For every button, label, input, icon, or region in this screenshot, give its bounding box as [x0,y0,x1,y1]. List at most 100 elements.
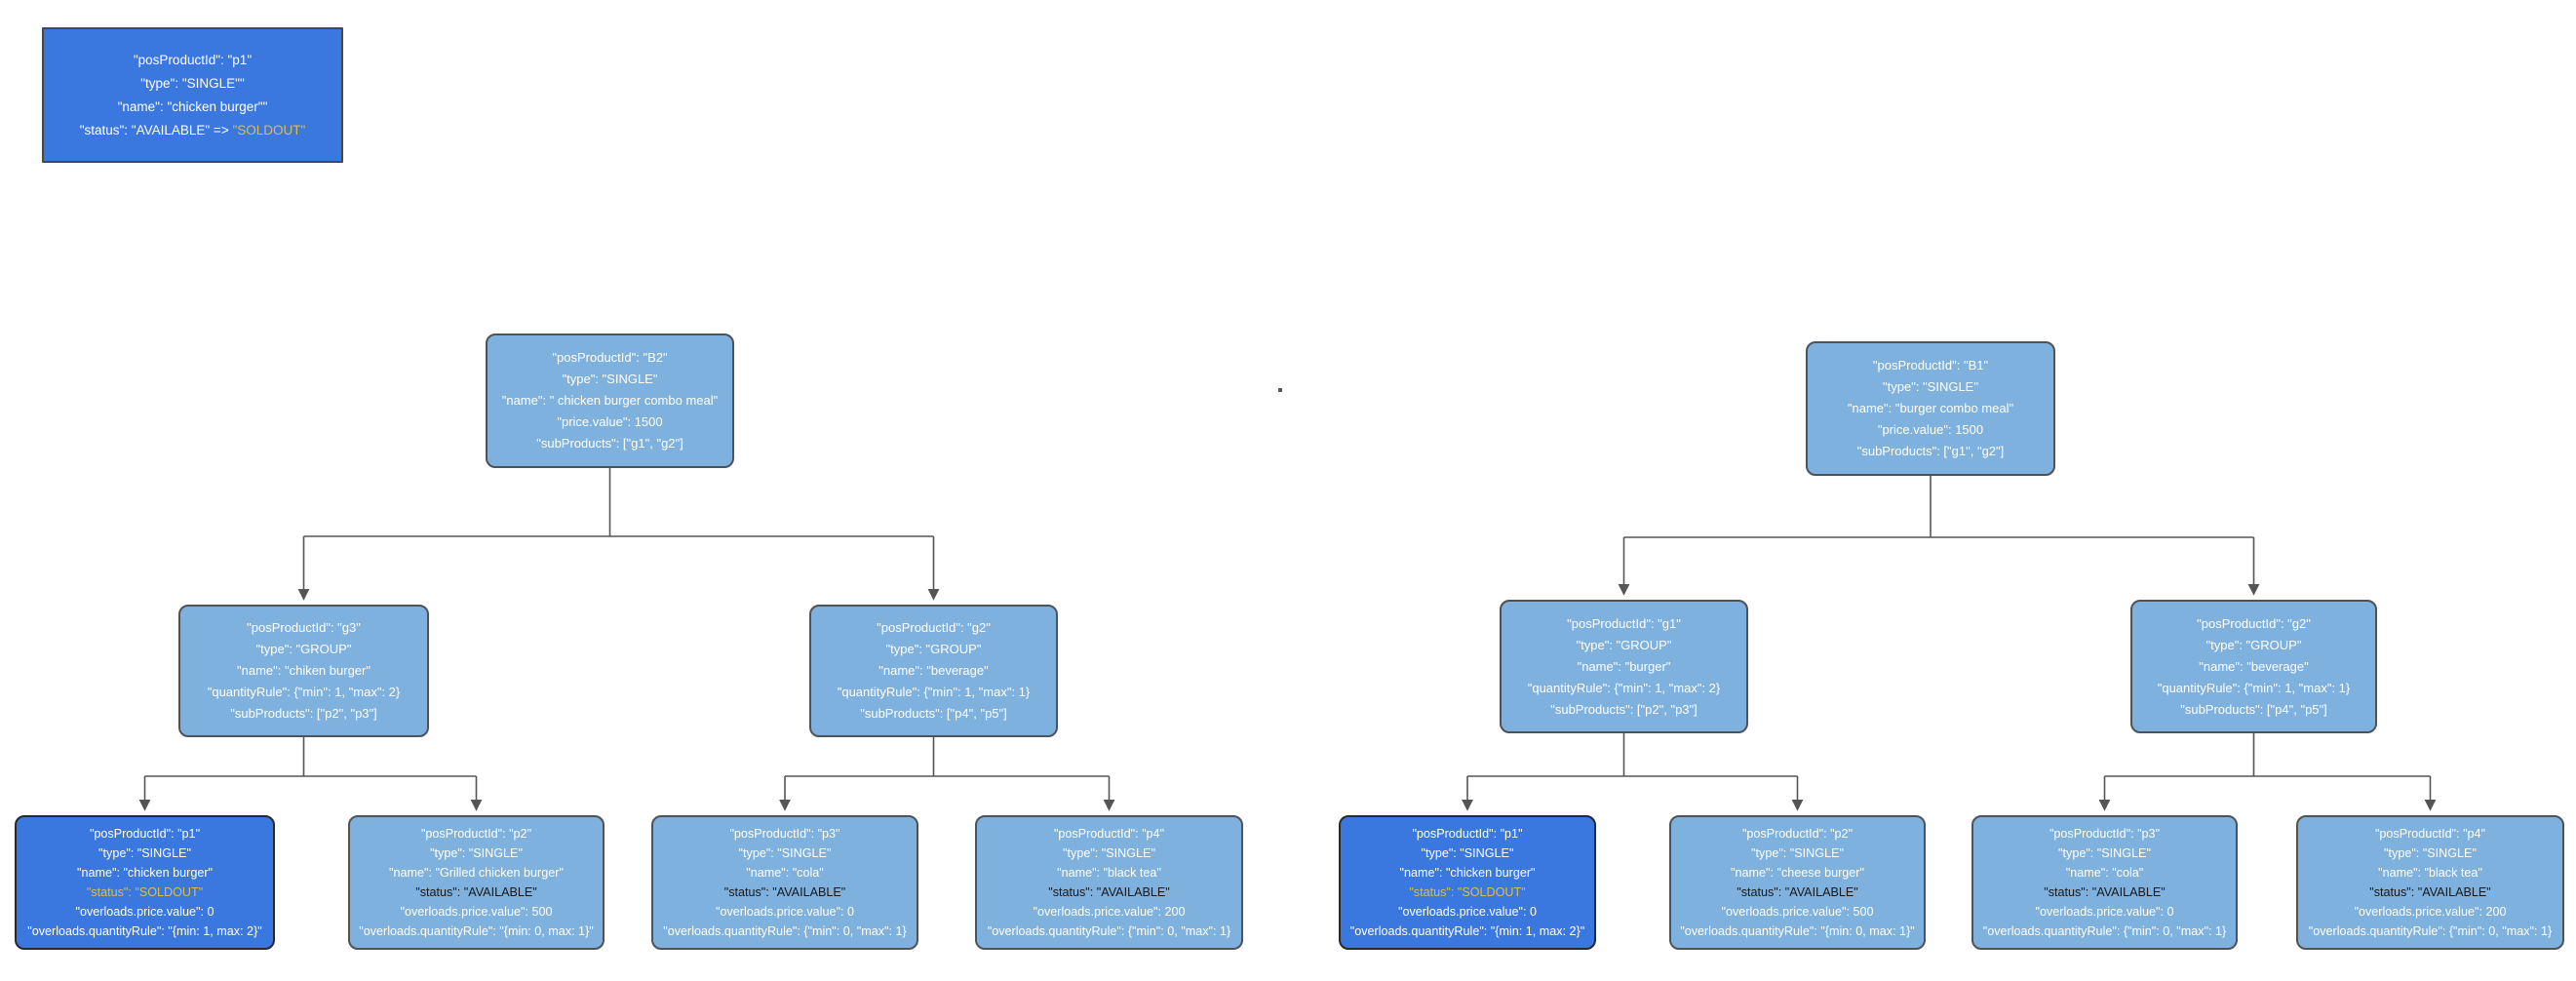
node-line: "type": "SINGLE" [1883,379,1978,394]
node-line-status: "status": "SOLDOUT" [86,885,204,899]
node-line: "overloads.quantityRule": "{min: 1, max:… [27,924,262,938]
node-right-root-B1[interactable]: "posProductId": "B1" "type": "SINGLE" "n… [1806,341,2055,476]
node-line: "posProductId": "B1" [1872,358,1989,373]
node-line: "name": "beverage" [2199,658,2309,674]
node-line: "name": "chiken burger" [237,663,371,678]
node-line: "subProducts": ["p2", "p3"] [230,706,377,721]
node-line: "overloads.price.value": 0 [75,905,215,919]
node-line: "price.value": 1500 [557,414,663,429]
node-line: "name": "burger" [1577,658,1671,674]
node-line: "subProducts": ["p4", "p5"] [860,706,1007,721]
node-line: "type": "SINGLE" [98,846,191,860]
node-line: "name": "cola" [2065,866,2144,880]
node-line: "posProductId": "B2" [552,350,668,365]
node-line: "posProductId": "g2" [2197,615,2311,631]
node-line: "name": "chicken burger" [77,866,213,880]
node-line: "name": "Grilled chicken burger" [389,866,564,880]
node-line: "name": "black tea" [2378,866,2482,880]
node-line-status: "status": "AVAILABLE" [2044,885,2166,899]
node-line: "type": "GROUP" [255,642,352,656]
node-line: "overloads.price.value": 500 [1721,905,1874,919]
node-line: "type": "GROUP" [885,642,982,656]
node-line: "name": " chicken burger combo meal" [501,393,719,408]
status-soldout-value: "SOLDOUT" [232,122,306,137]
node-line: "quantityRule": {"min": 1, "max": 2} [207,685,401,699]
node-line: "subProducts": ["g1", "g2"] [536,436,683,451]
node-left-group-g2[interactable]: "posProductId": "g2" "type": "GROUP" "na… [809,605,1058,737]
node-left-leaf-p2[interactable]: "posProductId": "p2" "type": "SINGLE" "n… [348,815,605,950]
node-left-leaf-p1[interactable]: "posProductId": "p1" "type": "SINGLE" "n… [15,815,275,950]
node-left-leaf-p3[interactable]: "posProductId": "p3" "type": "SINGLE" "n… [651,815,918,950]
node-line: "posProductId": "p1" [89,827,201,841]
node-line: "overloads.price.value": 500 [400,905,553,919]
node-line: "posProductId": "p2" [1741,827,1854,841]
node-line: "type": "SINGLE" [562,372,658,386]
node-line: "overloads.price.value": 200 [2354,905,2507,919]
node-left-leaf-p4[interactable]: "posProductId": "p4" "type": "SINGLE" "n… [975,815,1243,950]
node-line: "overloads.quantityRule": {"min": 0, "ma… [663,924,907,938]
node-left-root-B2[interactable]: "posProductId": "B2" "type": "SINGLE" "n… [486,334,734,468]
node-line: "name": "chicken burger" [1399,866,1536,880]
node-line: "name": "cheese burger" [1731,866,1864,880]
node-line: "posProductId": "p4" [2374,827,2486,841]
node-line: "type": "SINGLE" [1751,846,1844,860]
node-line: "subProducts": ["p4", "p5"] [2180,701,2327,717]
node-line: "name": "beverage" [878,663,989,678]
node-line: "overloads.quantityRule": "{min: 1, max:… [1349,924,1585,938]
node-line: "overloads.quantityRule": {"min": 0, "ma… [2308,924,2553,938]
node-line: "name": "black tea" [1057,866,1161,880]
node-right-leaf-p2[interactable]: "posProductId": "p2" "type": "SINGLE" "n… [1669,815,1926,950]
node-line-status: "status": "AVAILABLE" [1048,885,1170,899]
node-line: "posProductId": "p3" [2049,827,2161,841]
node-line: "quantityRule": {"min": 1, "max": 2} [1527,680,1721,695]
node-line: "overloads.price.value": 200 [1033,905,1186,919]
node-line: "type": "SINGLE" [738,846,832,860]
node-line-status: "status": "AVAILABLE" [723,885,846,899]
node-line-status: "status": "AVAILABLE" [1737,885,1858,899]
node-line: "name": "cola" [746,866,824,880]
node-line: "posProductId": "p1" [1412,827,1523,841]
node-line: "subProducts": ["p2", "p3"] [1550,701,1698,717]
info-box-status-change[interactable]: "posProductId": "p1" "type": "SINGLE"" "… [42,27,343,163]
node-line: "type": "GROUP" [2205,637,2302,652]
node-line: "price.value": 1500 [1877,422,1984,437]
node-line: "posProductId": "g3" [247,620,361,635]
node-line: "overloads.quantityRule": {"min": 0, "ma… [1982,924,2227,938]
node-line-status: "status": "AVAILABLE" [415,885,537,899]
node-line: "posProductId": "p2" [420,827,532,841]
node-line: "name": "chicken burger"" [117,98,268,114]
node-line: "posProductId": "g2" [877,620,991,635]
node-line-status: "status": "AVAILABLE" [2369,885,2491,899]
node-right-group-g2[interactable]: "posProductId": "g2" "type": "GROUP" "na… [2130,600,2377,733]
node-line: "posProductId": "g1" [1567,615,1681,631]
node-line: "quantityRule": {"min": 1, "max": 1} [2157,680,2351,695]
node-line: "quantityRule": {"min": 1, "max": 1} [837,685,1031,699]
node-line: "type": "SINGLE" [2384,846,2477,860]
node-line: "overloads.quantityRule": "{min: 0, max:… [1680,924,1915,938]
node-line: "posProductId": "p1" [133,52,253,67]
node-right-leaf-p1[interactable]: "posProductId": "p1" "type": "SINGLE" "n… [1339,815,1596,950]
node-line: "overloads.quantityRule": {"min": 0, "ma… [987,924,1231,938]
node-right-leaf-p3[interactable]: "posProductId": "p3" "type": "SINGLE" "n… [1971,815,2238,950]
node-left-group-g3[interactable]: "posProductId": "g3" "type": "GROUP" "na… [178,605,429,737]
node-line: "type": "SINGLE" [1063,846,1155,860]
node-line: "overloads.quantityRule": "{min: 0, max:… [359,924,594,938]
node-line: "overloads.price.value": 0 [2035,905,2174,919]
node-line: "name": "burger combo meal" [1847,401,2014,415]
node-right-group-g1[interactable]: "posProductId": "g1" "type": "GROUP" "na… [1500,600,1748,733]
node-line: "subProducts": ["g1", "g2"] [1856,444,2005,458]
node-line: "type": "SINGLE"" [140,75,245,91]
node-line: "type": "SINGLE" [430,846,523,860]
node-line: "type": "SINGLE" [2058,846,2151,860]
node-right-leaf-p4[interactable]: "posProductId": "p4" "type": "SINGLE" "n… [2296,815,2564,950]
node-line: "type": "GROUP" [1576,637,1672,652]
node-line: "overloads.price.value": 0 [716,905,854,919]
node-line-status-transition: "status": "AVAILABLE" => "SOLDOUT" [44,119,341,142]
node-line: "overloads.price.value": 0 [1398,905,1537,919]
node-line: "posProductId": "p3" [729,827,840,841]
node-line: "type": "SINGLE" [1421,846,1514,860]
node-line-status: "status": "SOLDOUT" [1409,885,1526,899]
node-line: "posProductId": "p4" [1053,827,1165,841]
status-prefix: "status": "AVAILABLE" => [79,122,233,137]
